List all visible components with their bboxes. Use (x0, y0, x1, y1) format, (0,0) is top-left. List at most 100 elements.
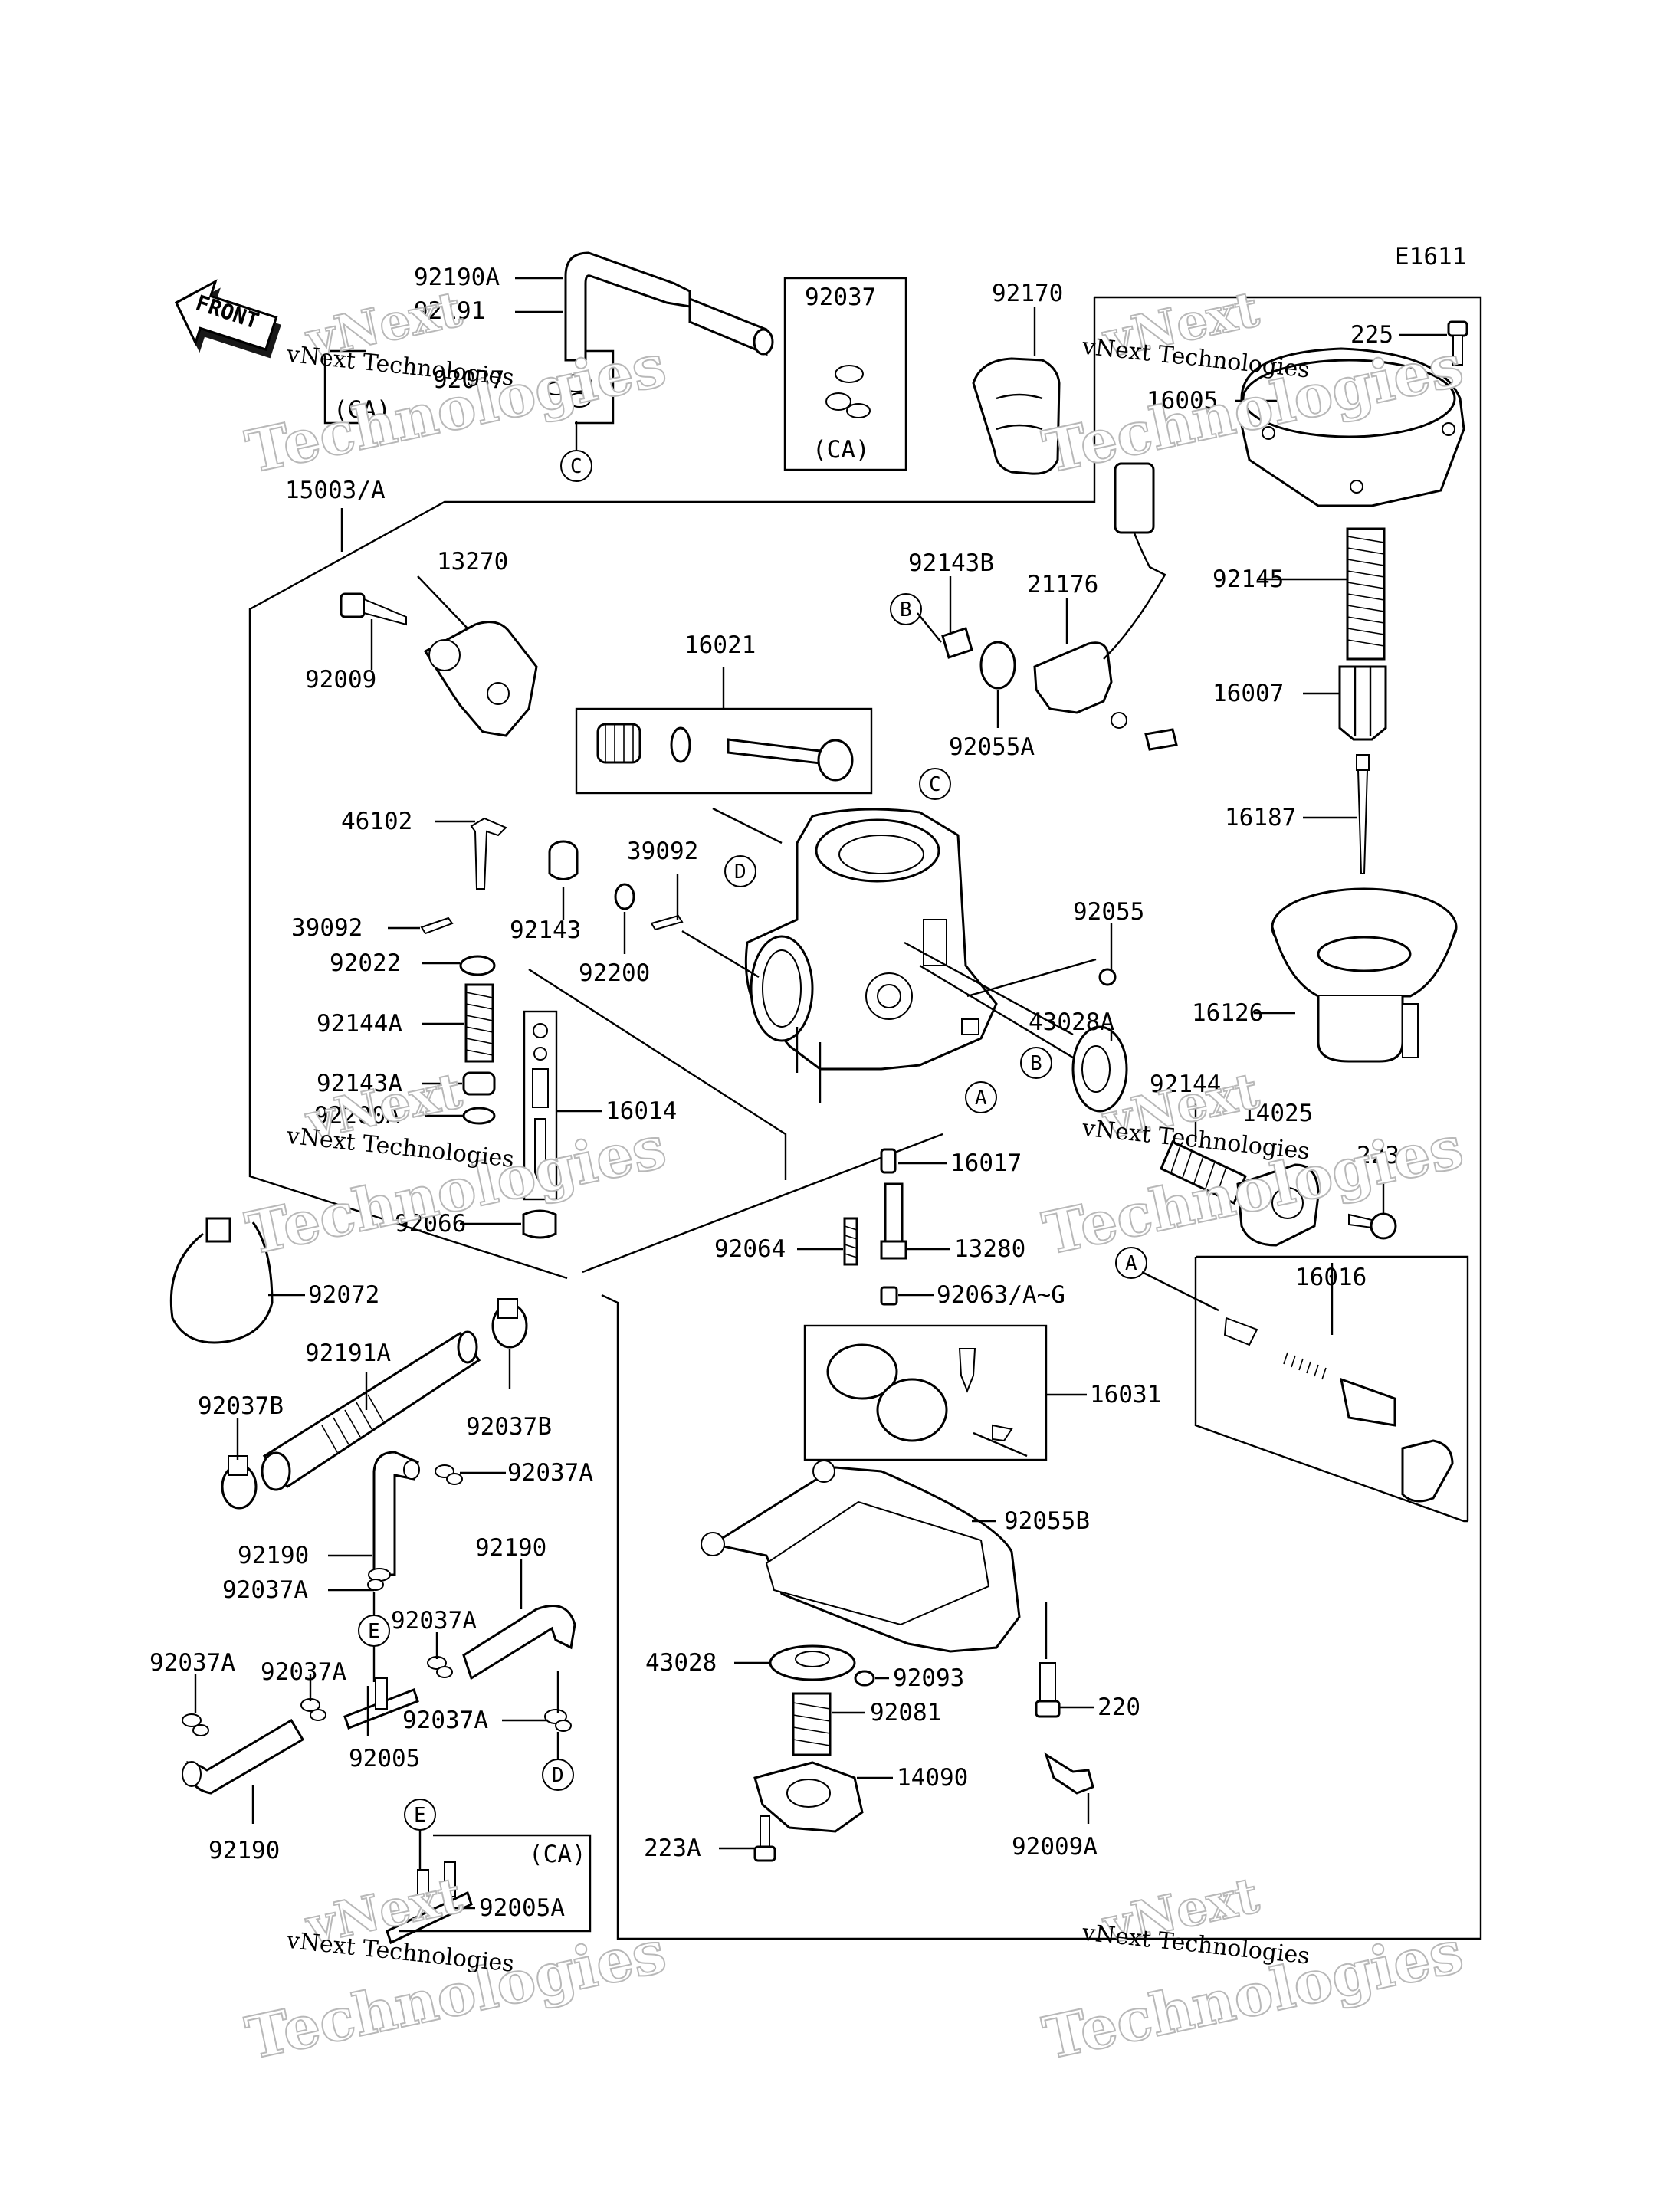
jet-needle-16187 (1356, 754, 1370, 874)
top-cover-16005 (1240, 347, 1465, 507)
label-92063: 92063/A~G (937, 1281, 1065, 1309)
label-ca-top: (CA) (812, 436, 870, 464)
label-92190-1: 92190 (238, 1542, 309, 1569)
watermark-bottom-left: vNext Technologies vNext Technologies (239, 1866, 672, 2074)
needle-holder-16007 (1338, 665, 1387, 741)
cover-14090 (753, 1761, 864, 1833)
spring-92144 (1160, 1139, 1247, 1205)
label-92009: 92009 (305, 666, 376, 694)
label-92037A-6: 92037A (402, 1707, 488, 1734)
spring-92081 (792, 1692, 832, 1756)
label-92055B: 92055B (1004, 1507, 1090, 1535)
callout-C-top: C (570, 455, 582, 478)
screw-92009A (1044, 1752, 1094, 1795)
washer-92022 (459, 955, 496, 976)
callout-D-left: D (552, 1764, 564, 1787)
float-16031 (826, 1343, 1028, 1458)
sensor-21176 (1033, 462, 1178, 751)
clip-92037-top (825, 365, 871, 418)
parts-16021 (596, 723, 854, 782)
label-92191A: 92191A (305, 1340, 391, 1367)
hose-92191A (261, 1330, 481, 1491)
assembly-frame (248, 296, 1482, 1940)
lever-13270 (423, 621, 538, 737)
label-43028A: 43028A (1029, 1008, 1114, 1036)
box-16031 (803, 1324, 1048, 1461)
part-46102 (470, 817, 507, 890)
carburetor-body (744, 808, 998, 1103)
label-92055A: 92055A (949, 733, 1035, 761)
label-92200: 92200 (579, 959, 650, 987)
label-92037A-2: 92037A (222, 1576, 308, 1604)
oring-92055A (979, 641, 1016, 690)
screw-223A (753, 1815, 776, 1862)
idle-screw-16014 (523, 1010, 558, 1201)
callout-letters: C B C D B A A E D E (368, 455, 1137, 1827)
top-clip-box (783, 277, 907, 471)
label-225: 225 (1350, 321, 1393, 349)
jet-92063 (880, 1286, 898, 1306)
label-92037-top: 92037 (805, 284, 876, 311)
pin-39092-left (420, 917, 454, 935)
label-92190A: 92190A (414, 264, 500, 291)
label-92191: 92191 (414, 297, 485, 325)
diaphragm-43028A (1071, 1025, 1128, 1113)
callout-D-mid: D (734, 861, 746, 884)
diaphragm-16126 (1271, 887, 1458, 1063)
label-92170: 92170 (992, 280, 1063, 307)
clamp-92037B-right (491, 1298, 528, 1349)
label-43028: 43028 (645, 1649, 717, 1677)
parts-16016 (1223, 1317, 1454, 1503)
label-16007: 16007 (1212, 680, 1284, 707)
callout-C-mid: C (929, 773, 941, 796)
label-92143: 92143 (510, 917, 581, 944)
label-92037-left: 92037 (433, 366, 504, 394)
part-labels: 92190A 92191 92037 (CA) 92037 (CA) 92170… (149, 264, 1399, 1922)
label-92144: 92144 (1150, 1071, 1221, 1098)
cover-14025 (1236, 1163, 1320, 1247)
part-92143B (941, 627, 973, 659)
label-21176: 21176 (1027, 571, 1098, 598)
watermark-bottom-right: vNext Technologies vNext Technologies (1036, 1866, 1469, 2074)
label-92064: 92064 (714, 1235, 786, 1263)
label-92037A-1: 92037A (507, 1459, 593, 1487)
callout-E-bottom: E (414, 1804, 426, 1827)
label-220: 220 (1098, 1694, 1140, 1721)
label-92009A: 92009A (1012, 1833, 1098, 1861)
label-92005: 92005 (349, 1745, 420, 1772)
label-ca-bottom: (CA) (529, 1841, 586, 1868)
label-16021: 16021 (684, 631, 756, 659)
screw-220 (1035, 1662, 1061, 1718)
oring-92055 (1098, 968, 1117, 986)
part-92143A (462, 1071, 496, 1096)
label-13270: 13270 (437, 548, 508, 575)
watermark-top-left: vNext Technologies vNext Technologies (239, 280, 672, 487)
hose-92190-lower (182, 1718, 305, 1795)
washer-92200A (462, 1107, 496, 1125)
spring-92145 (1346, 527, 1386, 661)
label-16031: 16031 (1090, 1381, 1161, 1408)
label-16126: 16126 (1192, 999, 1263, 1027)
oring-92093 (854, 1670, 875, 1687)
callout-B-mid: B (1030, 1052, 1042, 1075)
diagram-code: E1611 (1395, 243, 1466, 271)
clip-92037-left (545, 374, 592, 408)
label-92081: 92081 (870, 1699, 941, 1726)
hose-92190A (564, 251, 774, 362)
hose-92190-upper (372, 1451, 420, 1576)
label-92144A: 92144A (317, 1010, 402, 1038)
label-13280: 13280 (954, 1235, 1025, 1263)
label-39092-left: 39092 (291, 914, 363, 942)
label-223A: 223A (644, 1835, 701, 1862)
hose-92190-right (462, 1605, 576, 1681)
pin-39092-center (650, 914, 684, 931)
fitting-92005 (343, 1677, 419, 1730)
needle-jet-13280 (880, 1182, 907, 1260)
label-39092-center: 39092 (627, 838, 698, 865)
leader-lines (194, 277, 1447, 1910)
callout-A-mid: A (975, 1087, 987, 1110)
fitting-92005A (386, 1861, 473, 1945)
label-223: 223 (1357, 1142, 1399, 1169)
label-92093: 92093 (893, 1664, 964, 1692)
left-clip-box (323, 349, 615, 425)
